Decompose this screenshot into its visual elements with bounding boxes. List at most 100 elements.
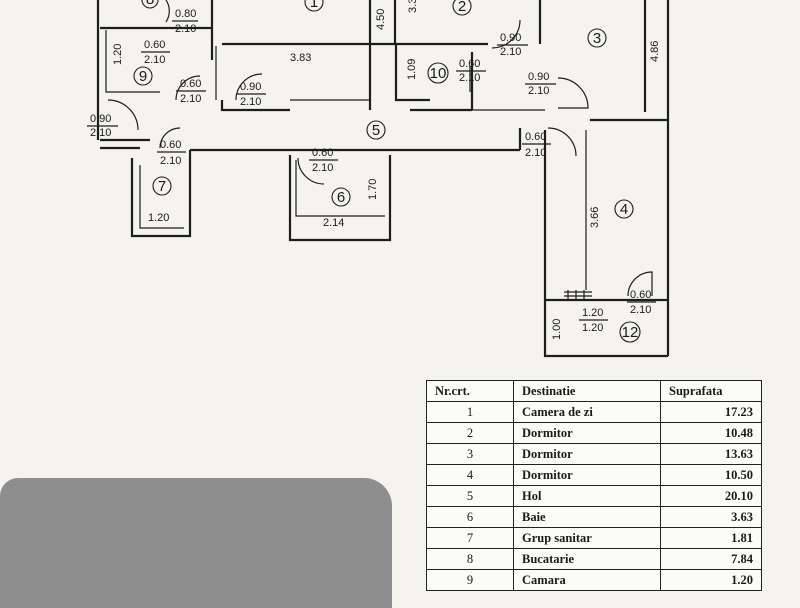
row-number: 7: [426, 527, 514, 549]
room-10-marker: 10: [427, 62, 449, 84]
door-dim-height: 2.10: [240, 96, 261, 108]
room-area: 7.84: [660, 548, 762, 570]
door-dim-height: 2.10: [180, 93, 201, 105]
door-dim-height: 2.10: [459, 72, 480, 84]
row-number: 6: [426, 506, 514, 528]
door-dim-width: 0.80: [175, 8, 196, 20]
room-3-number: 3: [593, 30, 601, 47]
room-4-marker: 4: [614, 199, 634, 219]
door-dim-width: 0.60: [525, 131, 546, 143]
room-destination: Camera de zi: [513, 401, 661, 423]
column-header-suprafata: Suprafata: [660, 380, 762, 402]
door-dim-width: 0.60: [630, 289, 651, 301]
room-6-marker: 6: [331, 187, 351, 207]
length-dim: 3.66: [589, 207, 601, 228]
room-2-number: 2: [458, 0, 466, 15]
length-dim: 1.09: [406, 59, 418, 80]
length-dim: 1.70: [367, 179, 379, 200]
row-number: 8: [426, 548, 514, 570]
door-dim-height: 2.10: [630, 304, 651, 316]
room-destination: Hol: [513, 485, 661, 507]
table-row: 9 Camara 1.20: [426, 569, 762, 591]
door-dim-height: 2.10: [90, 127, 111, 139]
opening-dim-width: 1.20: [582, 307, 603, 319]
door-arcs: [107, 0, 653, 300]
row-number: 2: [426, 422, 514, 444]
length-dim: 1.20: [112, 44, 124, 65]
room-9-number: 9: [139, 68, 147, 85]
room-2-marker: 2: [452, 0, 472, 16]
room-3-marker: 3: [587, 28, 607, 48]
length-dim: 4.86: [649, 41, 661, 62]
room-5-marker: 5: [366, 120, 386, 140]
door-dim-width: 0.60: [312, 147, 333, 159]
room-destination: Grup sanitar: [513, 527, 661, 549]
room-destination: Baie: [513, 506, 661, 528]
room-5-number: 5: [372, 122, 380, 139]
row-number: 3: [426, 443, 514, 465]
table-header-row: Nr.crt. Destinatie Suprafata: [426, 380, 762, 402]
length-dim: 4.50: [375, 9, 387, 30]
table-row: 4 Dormitor 10.50: [426, 464, 762, 486]
room-area: 1.81: [660, 527, 762, 549]
room-area: 10.48: [660, 422, 762, 444]
opening-dim-height: 1.20: [582, 322, 603, 334]
table-row: 3 Dormitor 13.63: [426, 443, 762, 465]
table-row: 1 Camera de zi 17.23: [426, 401, 762, 423]
door-dim-width: 0.60: [144, 39, 165, 51]
table-row: 8 Bucatarie 7.84: [426, 548, 762, 570]
room-area: 10.50: [660, 464, 762, 486]
room-4-number: 4: [620, 201, 628, 218]
room-destination: Camara: [513, 569, 661, 591]
table-row: 6 Baie 3.63: [426, 506, 762, 528]
door-dim-width: 0.90: [500, 32, 521, 44]
row-number: 4: [426, 464, 514, 486]
room-area: 13.63: [660, 443, 762, 465]
door-dim-width: 0.60: [180, 78, 201, 90]
room-1-number: 1: [310, 0, 318, 11]
room-destination: Dormitor: [513, 422, 661, 444]
room-6-number: 6: [337, 189, 345, 206]
room-labels: 1 2 3 4 5 6 7 8: [133, 0, 641, 343]
door-dim-height: 2.10: [175, 23, 196, 35]
door-dim-width: 0.60: [160, 139, 181, 151]
room-area: 20.10: [660, 485, 762, 507]
door-dim-height: 2.10: [160, 155, 181, 167]
room-area: 1.20: [660, 569, 762, 591]
length-dim: 1.20: [148, 212, 169, 224]
length-dim: 2.14: [323, 217, 344, 229]
door-dim-height: 2.10: [500, 46, 521, 58]
column-header-destinatie: Destinatie: [513, 380, 661, 402]
room-destination: Dormitor: [513, 464, 661, 486]
room-area: 3.63: [660, 506, 762, 528]
room-destination: Dormitor: [513, 443, 661, 465]
room-12-number: 12: [622, 324, 639, 341]
room-10-number: 10: [430, 65, 447, 82]
length-dim: 1.00: [551, 319, 563, 340]
room-7-marker: 7: [152, 176, 172, 196]
door-dim-width: 0.90: [528, 71, 549, 83]
table-row: 7 Grup sanitar 1.81: [426, 527, 762, 549]
door-dim-height: 2.10: [312, 162, 333, 174]
length-dim: 3.83: [290, 52, 311, 64]
door-dim-width: 0.90: [90, 113, 111, 125]
row-number: 5: [426, 485, 514, 507]
dimension-labels: 0.80 2.10 0.60 2.10 0.60 2.10 0.90 2.10 …: [87, 0, 661, 340]
door-dim-height: 2.10: [528, 85, 549, 97]
room-8-marker: 8: [141, 0, 159, 9]
room-area: 17.23: [660, 401, 762, 423]
plan-walls: [96, 0, 670, 358]
redacted-block: [0, 478, 392, 608]
door-dim-height: 2.10: [144, 54, 165, 66]
room-9-marker: 9: [133, 66, 153, 86]
room-area-table: Nr.crt. Destinatie Suprafata 1 Camera de…: [426, 380, 762, 591]
door-dim-width: 0.60: [459, 58, 480, 70]
row-number: 1: [426, 401, 514, 423]
room-12-marker: 12: [619, 321, 641, 343]
door-dim-width: 0.90: [240, 81, 261, 93]
column-header-nr: Nr.crt.: [426, 380, 514, 402]
room-1-marker: 1: [304, 0, 324, 12]
row-number: 9: [426, 569, 514, 591]
room-7-number: 7: [158, 178, 166, 195]
